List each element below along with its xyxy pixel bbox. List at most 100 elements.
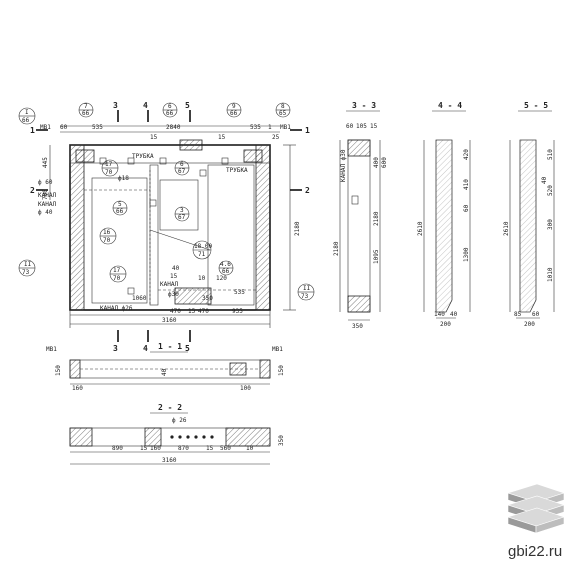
callout-9-66: 9 66 <box>226 102 242 118</box>
section-mark-4b: 4 <box>143 344 148 353</box>
svg-text:66: 66 <box>116 208 124 215</box>
svg-text:9: 9 <box>232 103 236 110</box>
svg-text:7: 7 <box>84 103 88 110</box>
section-5-5-bottom-60: 60 <box>532 311 540 318</box>
right-panel <box>207 164 255 306</box>
svg-text:II: II <box>303 285 311 292</box>
callout-7-66: 7 66 <box>78 102 94 118</box>
svg-text:17: 17 <box>105 161 113 168</box>
section-5-5-dim-40: 40 <box>541 176 548 184</box>
section-4-4: 4 - 4 420 410 60 1300 2610 140 40 200 <box>417 101 471 328</box>
svg-text:70: 70 <box>113 275 121 282</box>
mb1-right-label: МВ1 <box>280 124 291 131</box>
section-3-3-dim-400: 400 <box>373 157 380 168</box>
callout-8-65: 8 65 <box>275 102 291 118</box>
section-4-4-dim-1300: 1300 <box>463 247 470 262</box>
section-4-4-bottom-200: 200 <box>440 321 451 328</box>
svg-text:66: 66 <box>166 110 174 117</box>
kanal-left-label: КАНАЛ <box>38 192 56 199</box>
embed-part <box>127 287 135 295</box>
section-4-4-bottom-140: 140 <box>434 311 445 318</box>
section-mark-1: 1 <box>30 126 35 135</box>
section-2-2-dim-560: 560 <box>220 445 231 452</box>
section-mark-2b: 2 <box>305 186 310 195</box>
bottom-dim-470b: 470 <box>198 308 209 315</box>
right-pilaster <box>255 144 271 311</box>
top-dim-15: 15 <box>150 134 158 141</box>
central-column <box>149 164 159 306</box>
callout-5-66: 5 66 <box>112 200 128 216</box>
overall-width: 3160 <box>162 317 177 324</box>
section-2-2-overall: 3160 <box>162 457 177 464</box>
kanal-phi26-label: КАНАЛ ф26 <box>100 305 133 312</box>
elevation-view: 3 4 5 1 1 2 2 3 4 5 7 66 6 66 <box>18 101 315 353</box>
svg-text:8: 8 <box>281 103 285 110</box>
callouts: 7 66 6 66 9 66 8 65 <box>18 102 315 301</box>
section-2-2: 2 - 2 ф 26 890 15 160 870 15 560 10 350 … <box>69 403 285 465</box>
section-1-1-dim-150b: 150 <box>278 365 285 376</box>
svg-text:66: 66 <box>22 117 30 124</box>
svg-text:I: I <box>25 109 29 116</box>
slab-3-right <box>535 516 565 534</box>
bottom-dim-935: 935 <box>232 308 243 315</box>
section-2-2-dim-350: 350 <box>278 435 285 446</box>
top-dim-60: 60 <box>60 124 68 131</box>
window-opening <box>159 179 199 231</box>
phi8-label: ф18 <box>118 175 129 182</box>
truba-right-label: ТРУБКА <box>226 167 248 174</box>
svg-text:73: 73 <box>22 269 30 276</box>
section-2-2-dim-870: 870 <box>178 445 189 452</box>
section-5-5-dim-300: 300 <box>547 219 554 230</box>
svg-text:65: 65 <box>279 110 287 117</box>
section-5-5-bottom-85: 85 <box>514 311 522 318</box>
top-left-hatch <box>75 149 95 163</box>
section-2-2-dim-160: 160 <box>150 445 161 452</box>
section-mark-3b: 3 <box>113 344 118 353</box>
top-dim-15b: 15 <box>218 134 226 141</box>
section-mark-3: 3 <box>113 101 118 110</box>
section-1-1-title: 1 - 1 <box>158 342 182 351</box>
section-3-3-top-60: 60 <box>346 123 354 130</box>
section-1-1-dim-160: 160 <box>72 385 83 392</box>
dim-15: 15 <box>170 273 178 280</box>
callout-4-6-66: 4.6 66 <box>218 260 234 276</box>
section-2-2-dim-15b: 15 <box>206 445 214 452</box>
section-2-2-title: 2 - 2 <box>158 403 182 412</box>
section-1-1-mb-right: МВ1 <box>272 346 283 353</box>
stacked-slabs-icon <box>507 483 565 534</box>
callout-3-67: 3 67 <box>174 206 190 222</box>
kanal-phi40-label: КАНАЛ <box>38 201 56 208</box>
watermark-site: gbi22.ru <box>508 543 562 560</box>
dim-120: 120 <box>216 275 227 282</box>
bottom-hatch <box>174 287 212 305</box>
section-2-2-dim-10: 10 <box>246 445 254 452</box>
svg-text:5: 5 <box>118 201 122 208</box>
svg-text:17: 17 <box>113 267 121 274</box>
svg-text:70: 70 <box>105 169 113 176</box>
svg-text:4.6: 4.6 <box>220 261 231 268</box>
section-4-4-dim-60: 60 <box>463 204 470 212</box>
embed-part <box>221 157 229 165</box>
section-3-3-top-15: 15 <box>370 123 378 130</box>
callout-17-70-a: 17 70 <box>101 159 119 177</box>
section-1-1: 1 - 1 МВ1 МВ1 160 40 100 150 150 <box>46 342 285 392</box>
phi40-label: ф 40 <box>38 209 53 216</box>
leader-line <box>149 229 211 251</box>
callout-18-71: 18.00 71 <box>192 240 212 260</box>
section-3-3-kanal: КАНАЛ ф30 <box>340 149 347 182</box>
callout-II-73-left: II 73 <box>18 259 36 277</box>
top-center-hatch <box>179 139 203 151</box>
top-dim-25: 25 <box>272 134 280 141</box>
section-5-5-dim-1010: 1010 <box>547 267 554 282</box>
section-3-3-top-105: 105 <box>356 123 367 130</box>
svg-text:70: 70 <box>103 237 111 244</box>
kanal-phi30-label: КАНАЛ <box>160 281 178 288</box>
svg-text:3: 3 <box>180 207 184 214</box>
top-dim-535: 535 <box>92 124 103 131</box>
svg-text:6: 6 <box>168 103 172 110</box>
section-1-1-dim-40: 40 <box>161 368 168 376</box>
section-4-4-dim-410: 410 <box>463 179 470 190</box>
section-marks: 3 4 5 1 1 2 2 3 4 5 <box>30 101 310 353</box>
top-right-hatch <box>243 149 263 163</box>
left-dim-445: 445 <box>42 157 49 168</box>
